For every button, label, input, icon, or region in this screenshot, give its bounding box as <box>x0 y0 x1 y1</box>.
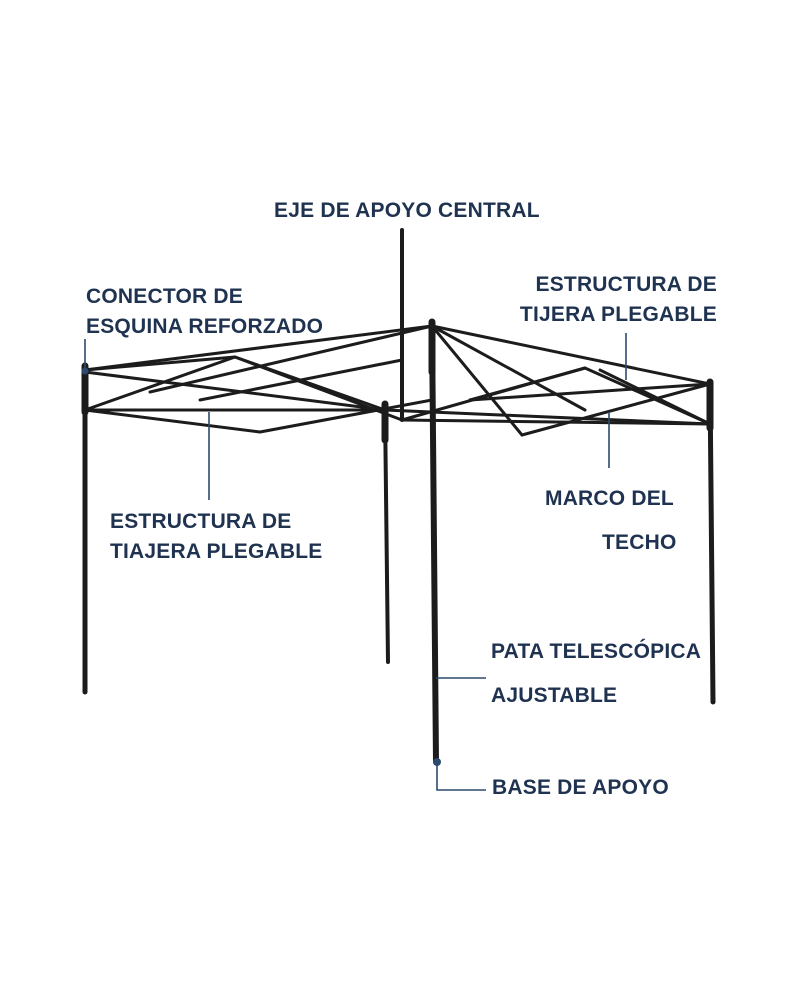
leg-back-left <box>383 406 390 664</box>
label-scissor-frame-left: ESTRUCTURA DE TIAJERA PLEGABLE <box>110 510 323 563</box>
leader-base <box>436 764 486 791</box>
label-scissor-frame-right: ESTRUCTURA DE TIJERA PLEGABLE <box>519 273 717 326</box>
scissor-frame-left <box>83 324 434 434</box>
scissor-frame-right <box>400 324 712 437</box>
leg-front-center <box>429 323 439 765</box>
label-telescopic-leg: PATA TELESCÓPICA AJUSTABLE <box>491 640 702 707</box>
leg-back-right <box>707 381 716 705</box>
corner-connector-marker <box>81 367 89 375</box>
label-roof-frame: MARCO DEL TECHO <box>545 487 677 554</box>
base-foot-marker <box>433 758 441 766</box>
roof-frame <box>83 324 712 426</box>
label-center-pole: EJE DE APOYO CENTRAL <box>274 199 540 222</box>
label-corner-connector: CONECTOR DE ESQUINA REFORZADO <box>86 285 324 338</box>
label-base: BASE DE APOYO <box>492 776 669 799</box>
